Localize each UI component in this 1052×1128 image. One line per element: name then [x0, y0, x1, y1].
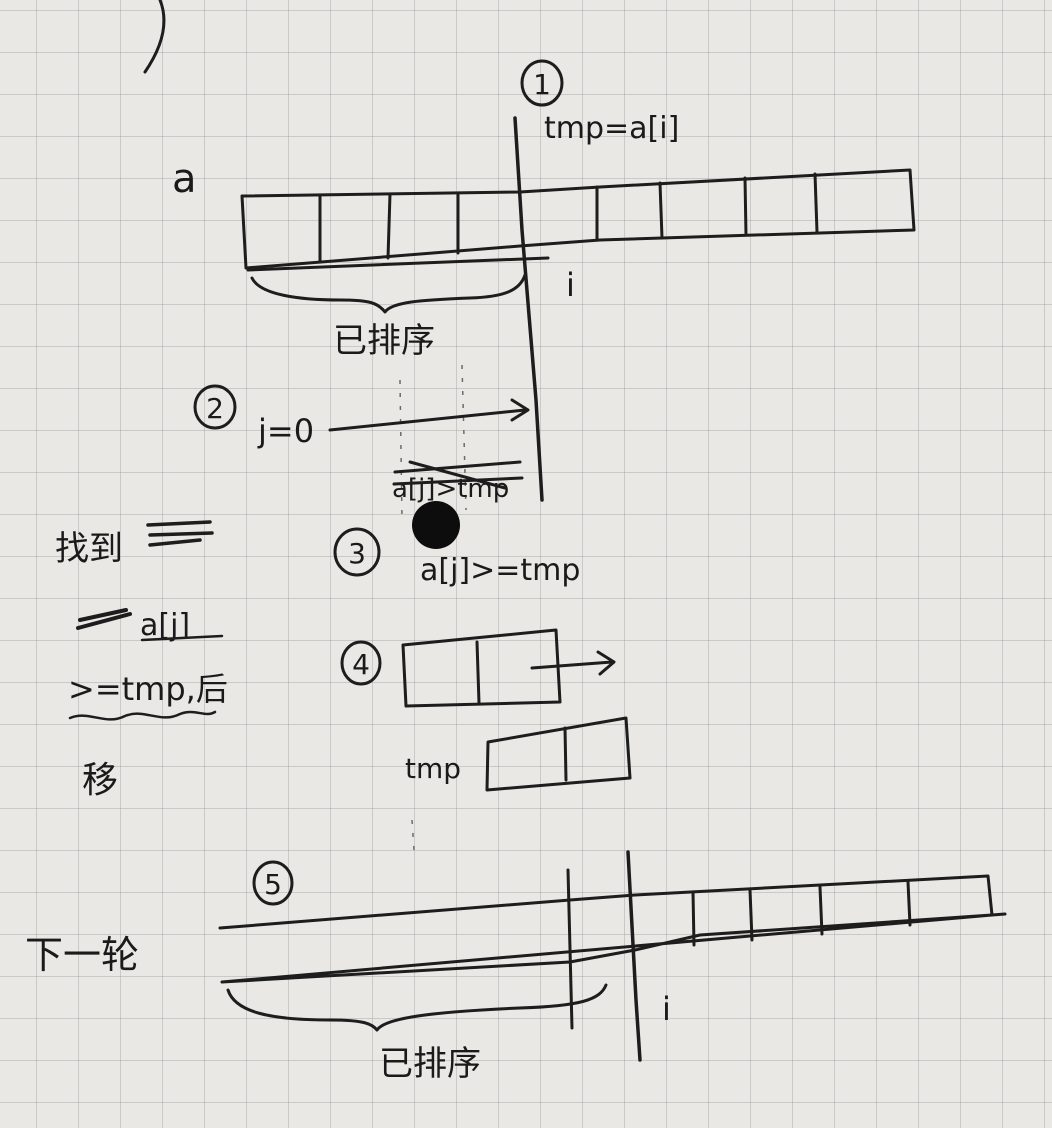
side-note-crossout-1	[146, 520, 214, 547]
array-name-label: a	[172, 156, 197, 202]
step-4-circle	[340, 640, 382, 686]
bottom-array-outline	[218, 874, 1007, 984]
top-array-cell-dividers	[318, 172, 819, 264]
faint-trace-lines	[399, 364, 467, 851]
side-note-wavy-underline	[68, 710, 217, 721]
tmp-assign-label: tmp=a[i]	[544, 111, 679, 146]
compare-condition-label: a[j]>=tmp	[420, 553, 580, 588]
side-note-line1: 找到	[55, 529, 123, 569]
top-array-underline	[246, 256, 550, 272]
bottom-partition-line	[626, 850, 642, 1062]
tmp-block-divider	[563, 726, 568, 782]
bottom-sorted-brace	[226, 983, 608, 1032]
step-3: a[j]>tmp 3 a[j]>=tmp	[333, 460, 580, 588]
j-init-label: j=0	[257, 412, 314, 450]
side-note: 找到 a[j] >=tmp,后 移	[55, 520, 228, 801]
shift-block	[401, 628, 562, 708]
step-3-circle	[333, 527, 381, 577]
side-note-crossout-2	[76, 608, 132, 630]
bottom-old-partition	[566, 868, 574, 1030]
shift-block-divider	[475, 640, 481, 705]
shift-right-arrow	[530, 650, 616, 676]
step-1-circle	[520, 59, 564, 107]
step-2-circle	[193, 384, 237, 430]
step-5: 5 下一轮 已排序 i	[25, 850, 1007, 1084]
step-1: 1 tmp=a[i] a	[172, 59, 679, 202]
step-5-number: 5	[264, 868, 282, 901]
top-index-label: i	[566, 266, 575, 304]
bottom-sorted-label: 已排序	[379, 1044, 481, 1084]
tmp-label: tmp	[405, 752, 461, 785]
bottom-index-label: i	[662, 990, 671, 1028]
top-array-outline	[240, 168, 916, 270]
step-2: 2 j=0	[193, 384, 530, 450]
side-note-underline-1	[140, 634, 224, 642]
step-1-number: 1	[533, 68, 551, 101]
crossout-scribble	[392, 460, 524, 490]
stray-stroke	[143, 0, 166, 74]
step-2-number: 2	[206, 392, 224, 425]
next-round-label: 下一轮	[25, 933, 139, 977]
step-3-number: 3	[348, 537, 366, 570]
tmp-block	[485, 716, 632, 792]
ink-blot	[412, 501, 460, 549]
top-array: 已排序 i	[240, 116, 916, 502]
side-note-line4: 移	[82, 760, 118, 801]
top-sorted-label: 已排序	[333, 321, 435, 361]
step-4: 4 tmp	[340, 628, 632, 792]
bottom-array-cell-dividers	[691, 880, 912, 947]
partition-line	[513, 116, 544, 502]
step-4-number: 4	[352, 648, 370, 681]
step-5-circle	[252, 860, 294, 906]
j-scan-arrow	[328, 398, 530, 432]
top-sorted-brace	[250, 273, 527, 314]
side-note-line3: >=tmp,后	[68, 670, 228, 708]
